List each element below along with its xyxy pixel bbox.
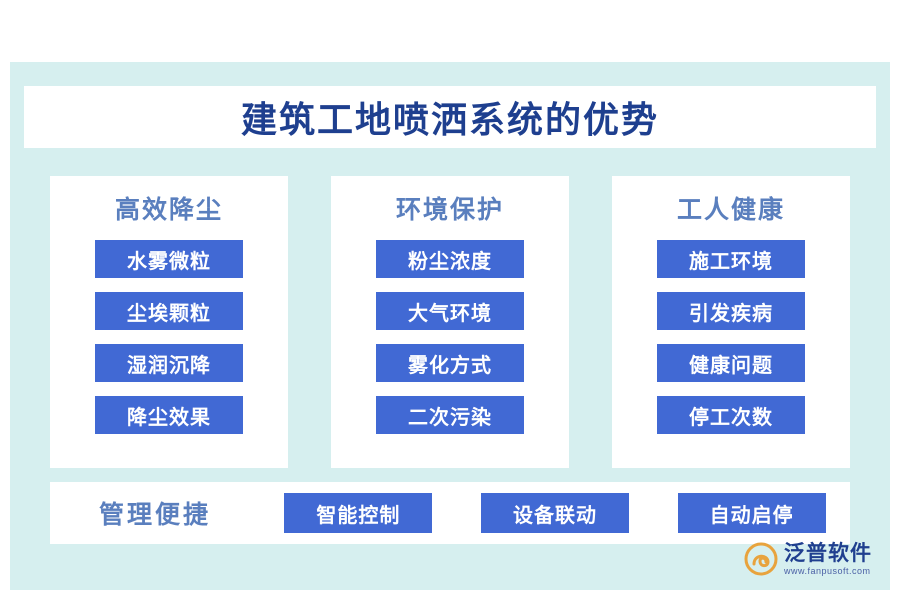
logo-text: 泛普软件 www.fanpusoft.com (784, 540, 872, 576)
chip-item[interactable]: 智能控制 (284, 493, 433, 533)
logo-name-en: www.fanpusoft.com (784, 565, 871, 576)
chip-item[interactable]: 引发疾病 (657, 292, 805, 330)
bottom-row-management: 管理便捷 智能控制 设备联动 自动启停 (50, 482, 850, 544)
chip-item[interactable]: 大气环境 (376, 292, 524, 330)
title-banner: 建筑工地喷洒系统的优势 (24, 86, 876, 148)
chip-item[interactable]: 停工次数 (657, 396, 805, 434)
poster-board: 建筑工地喷洒系统的优势 高效降尘 水雾微粒 尘埃颗粒 湿润沉降 降尘效果 环境保… (10, 62, 890, 590)
chip-item[interactable]: 施工环境 (657, 240, 805, 278)
chip-item[interactable]: 设备联动 (480, 493, 629, 533)
chip-item[interactable]: 二次污染 (376, 396, 524, 434)
columns-group: 高效降尘 水雾微粒 尘埃颗粒 湿润沉降 降尘效果 环境保护 粉尘浓度 大气环境 … (50, 176, 850, 468)
chip-item[interactable]: 水雾微粒 (95, 240, 243, 278)
chip-item[interactable]: 健康问题 (657, 344, 805, 382)
column-heading: 工人健康 (676, 195, 785, 224)
bottom-heading: 管理便捷 (98, 500, 211, 529)
chip-item[interactable]: 自动启停 (677, 493, 826, 533)
chip-item[interactable]: 尘埃颗粒 (95, 292, 243, 330)
column-heading: 高效降尘 (114, 195, 223, 224)
column-heading: 环境保护 (395, 195, 504, 224)
page-title: 建筑工地喷洒系统的优势 (240, 100, 659, 141)
column-efficient-dust-reduction: 高效降尘 水雾微粒 尘埃颗粒 湿润沉降 降尘效果 (50, 176, 288, 468)
chip-item[interactable]: 湿润沉降 (95, 344, 243, 382)
logo-name-cn: 泛普软件 (784, 540, 872, 565)
chip-item[interactable]: 雾化方式 (376, 344, 524, 382)
brand-logo: 泛普软件 www.fanpusoft.com (744, 542, 872, 576)
chip-item[interactable]: 降尘效果 (95, 396, 243, 434)
bottom-chips-group: 智能控制 设备联动 自动启停 (260, 493, 850, 533)
logo-swirl-icon (744, 542, 778, 576)
column-worker-health: 工人健康 施工环境 引发疾病 健康问题 停工次数 (612, 176, 850, 468)
chip-item[interactable]: 粉尘浓度 (376, 240, 524, 278)
column-environmental-protection: 环境保护 粉尘浓度 大气环境 雾化方式 二次污染 (331, 176, 569, 468)
